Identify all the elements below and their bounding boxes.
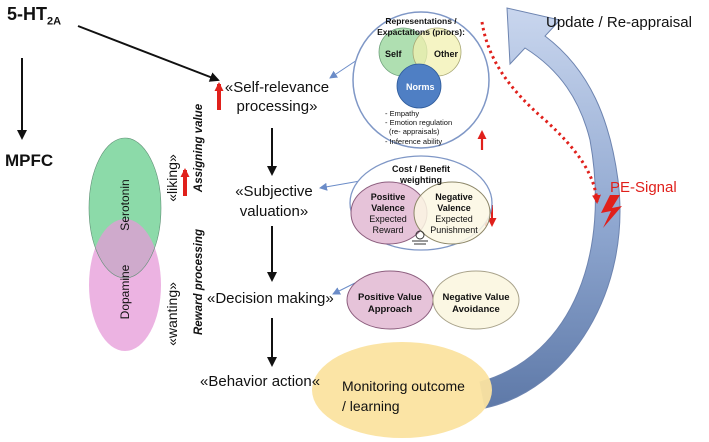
serotonin-outline xyxy=(88,137,162,279)
wanting-label: «wanting» xyxy=(164,282,180,346)
decision-making-label: «Decision making» xyxy=(207,290,334,307)
balance-scale-icon xyxy=(412,230,428,245)
dopamine-ellipse xyxy=(89,219,161,351)
update-reappraisal-label: Update / Re-appraisal xyxy=(546,14,692,31)
reward-processing-label: Reward processing xyxy=(193,228,205,336)
priors-list: - Empathy - Emotion regulation (re- appr… xyxy=(385,109,452,146)
priors-list-item: (re- appraisals) xyxy=(389,127,440,137)
serotonin-label: Serotonin xyxy=(118,179,132,231)
pe-signal-dotted-path xyxy=(480,21,601,204)
priors-title: Representations / Expactations (priors): xyxy=(377,16,465,37)
negative-value-oval xyxy=(432,270,520,330)
lightning-icon xyxy=(601,195,622,228)
pe-signal-label: PE-Signal xyxy=(610,179,677,196)
assigning-value-label: Assigning value xyxy=(193,103,205,193)
norms-circle xyxy=(396,63,442,109)
priors-list-item: - Emotion regulation xyxy=(385,118,453,128)
self-label: Self xyxy=(385,49,402,59)
monitoring-text: Monitoring outcome / learning xyxy=(342,378,465,414)
mpfc-label: MPFC xyxy=(5,151,54,170)
monitoring-ellipse xyxy=(312,342,492,438)
priors-list-item: - Empathy xyxy=(385,109,420,118)
receptor-label: 5-HT2A xyxy=(7,4,62,28)
liking-label: «liking» xyxy=(164,154,180,202)
connector-cost-benefit xyxy=(319,180,361,191)
update-feedback-arrow xyxy=(479,7,621,409)
arrow-5ht-to-self-relevance xyxy=(77,25,220,82)
subjective-valuation-label: «Subjective valuation» xyxy=(235,183,313,220)
norms-label: Norms xyxy=(406,82,435,92)
connector-priors xyxy=(329,59,358,79)
positive-valence-text: Positive Valence Expected Reward xyxy=(369,192,407,235)
positive-value-text: Positive Value Approach xyxy=(358,292,422,315)
cost-benefit-title: Cost / Benefit weighting xyxy=(391,164,450,185)
other-label: Other xyxy=(434,49,459,59)
connector-decision xyxy=(332,282,356,295)
behavior-action-label: «Behavior action« xyxy=(200,373,321,390)
self-relevance-label: «Self-relevance processing» xyxy=(224,79,330,115)
negative-valence-text: Negative Valence Expected Punishment xyxy=(430,192,478,235)
negative-valence-circle xyxy=(413,181,491,245)
negative-value-text: Negative Value Avoidance xyxy=(442,292,510,315)
dopamine-label: Dopamine xyxy=(118,264,132,320)
priors-list-item: - Inference ability xyxy=(385,136,443,146)
